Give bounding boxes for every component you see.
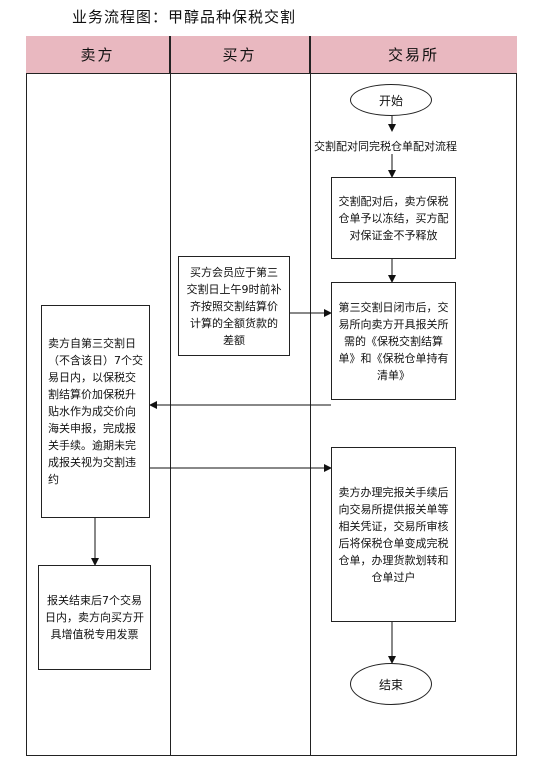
warehouse-receipt-conversion-box: 卖方办理完报关手续后向交易所提供报关单等相关凭证，交易所审核后将保税仓单变成完税… [331, 447, 456, 622]
third-day-settlement-box: 第三交割日闭市后，交易所向卖方开具报关所需的《保税交割结算单》和《保税仓单持有清… [331, 282, 456, 400]
vat-invoice-box: 报关结束后7个交易日内，卖方向买方开具增值税专用发票 [38, 565, 151, 670]
seller-customs-box: 卖方自第三交割日（不含该日）7个交易日内，以保税交割结算价加保税升贴水作为成交价… [41, 305, 150, 518]
lane-header-buyer: 买方 [170, 36, 310, 74]
lane-header-exchange: 交易所 [310, 36, 517, 74]
lane-divider [310, 36, 311, 756]
match-process-label: 交割配对同完税仓单配对流程 [314, 140, 457, 153]
buyer-payment-box: 买方会员应于第三交割日上午9时前补齐按照交割结算价计算的全额货款的差额 [178, 256, 290, 356]
page-title: 业务流程图：甲醇品种保税交割 [72, 8, 297, 26]
freeze-box: 交割配对后，卖方保税仓单予以冻结，买方配对保证金不予释放 [331, 177, 456, 259]
end-node: 结束 [350, 663, 432, 705]
lane-divider [170, 36, 171, 756]
start-node: 开始 [350, 84, 432, 116]
lane-header-seller: 卖方 [26, 36, 170, 74]
